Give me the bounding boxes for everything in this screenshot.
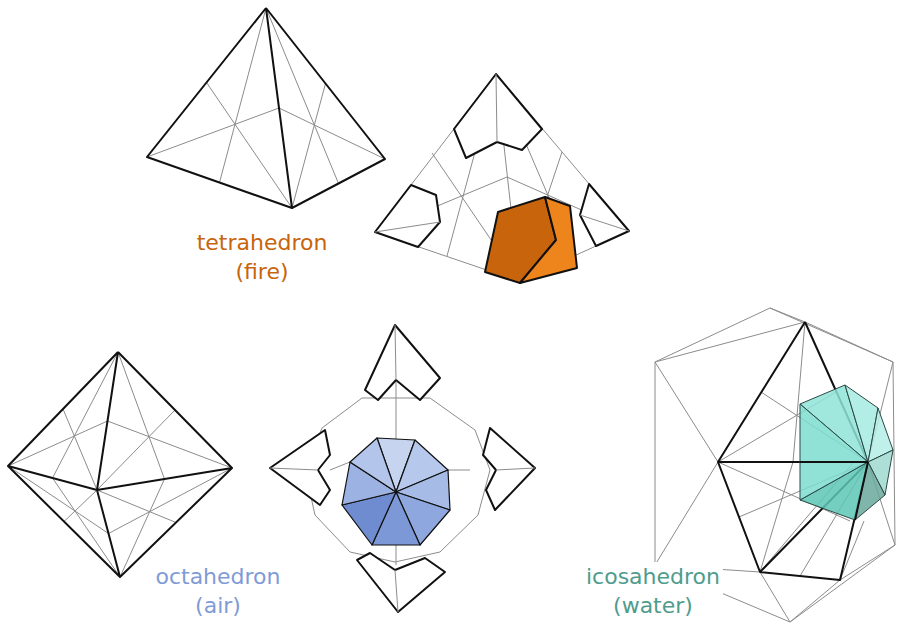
octahedron-core bbox=[342, 438, 450, 545]
octahedron-subdivision bbox=[8, 352, 232, 577]
element-label: tetrahedron (fire) bbox=[194, 228, 331, 286]
octahedron-corner-piece bbox=[270, 430, 330, 505]
octahedron-corner-piece bbox=[357, 553, 445, 612]
piece-crease bbox=[395, 570, 398, 612]
tetrahedron-corner-piece bbox=[580, 184, 629, 246]
octahedron-corner-piece bbox=[365, 325, 440, 400]
octahedron-core-face bbox=[350, 438, 396, 492]
piece-crease bbox=[395, 325, 396, 380]
exploded-octahedron-outline bbox=[305, 382, 490, 565]
tetrahedron-core-face bbox=[520, 197, 577, 283]
piece-crease bbox=[580, 215, 629, 231]
element-label-box: tetrahedron (fire) bbox=[194, 228, 331, 286]
piece-crease bbox=[496, 74, 497, 142]
tetrahedron-subdivision bbox=[147, 8, 385, 208]
icosahedron-core bbox=[800, 385, 893, 520]
piece-crease bbox=[375, 222, 440, 232]
element-label: icosahedron (water) bbox=[583, 562, 723, 620]
element-label: octahedron (air) bbox=[152, 562, 283, 620]
element-label-box: icosahedron (water) bbox=[583, 562, 723, 620]
icosahedron-core-face bbox=[800, 404, 868, 500]
octahedron-corner-piece bbox=[483, 428, 535, 510]
tetrahedron-corner-piece bbox=[375, 185, 440, 247]
tetrahedron-edges bbox=[147, 8, 385, 208]
icosahedron-edges bbox=[718, 322, 868, 580]
octahedron-edges bbox=[8, 352, 232, 577]
icosahedron-front-edges bbox=[800, 462, 868, 520]
piece-crease bbox=[496, 468, 535, 470]
tetrahedron-corner-piece bbox=[454, 74, 542, 158]
element-label-box: octahedron (air) bbox=[152, 562, 283, 620]
piece-crease bbox=[270, 468, 318, 470]
